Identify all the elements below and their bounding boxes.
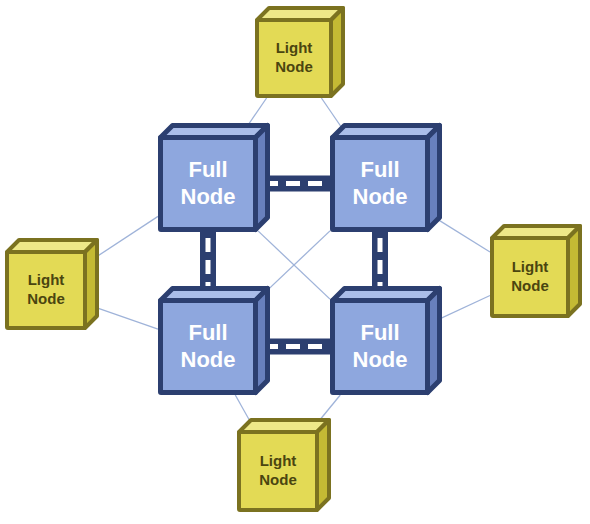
light-node-box: Light Node [5,250,87,330]
box-side-face [256,126,268,230]
box-side-face [428,289,440,393]
box-side-face [85,240,97,328]
light-node-box: Light Node [490,236,570,318]
box-top-face [492,226,580,238]
box-side-face [428,126,440,230]
box-side-face [317,420,329,510]
node-label: Light Node [275,39,313,77]
node-label: Full Node [353,320,408,373]
full-node-box: Full Node [158,135,258,232]
node-label: Light Node [27,271,65,309]
box-top-face [161,289,268,301]
node-label: Light Node [511,258,549,296]
box-top-face [161,126,268,138]
light-node-box: Light Node [237,430,319,512]
node-label: Full Node [181,320,236,373]
box-top-face [333,126,440,138]
box-top-face [7,240,97,252]
full-node-box: Full Node [330,298,430,395]
box-side-face [568,226,580,316]
box-side-face [331,8,343,96]
light-node-box: Light Node [255,18,333,98]
full-node-box: Full Node [158,298,258,395]
node-label: Full Node [181,157,236,210]
node-label: Full Node [353,157,408,210]
node-label: Light Node [259,452,297,490]
box-top-face [239,420,329,432]
full-node-box: Full Node [330,135,430,232]
box-side-face [256,289,268,393]
box-top-face [333,289,440,301]
